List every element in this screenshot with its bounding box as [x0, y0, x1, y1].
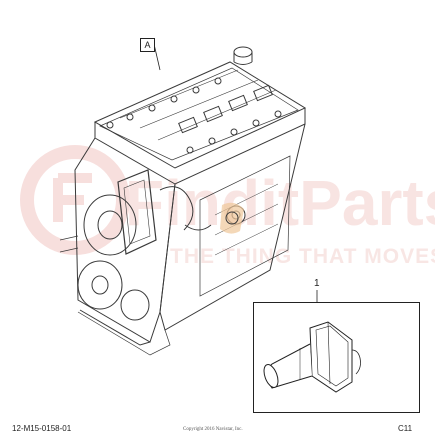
drawing-number: 12-M15-0158-01: [12, 424, 72, 433]
hose-fitting-drawing: [263, 321, 361, 393]
callout-a-label: A: [140, 38, 155, 52]
sheet-code: C11: [398, 424, 413, 433]
callout-1-label: 1: [314, 278, 320, 289]
detail-box: [253, 302, 420, 413]
leader-line-a: [153, 43, 161, 71]
copyright-notice: Copyright 2016 Navistar, Inc.: [183, 427, 243, 432]
highlighted-fitting: [220, 202, 244, 234]
svg-text:THE THING THAT MOVES: THE THING THAT MOVES: [170, 245, 435, 268]
engine-block: [59, 46, 307, 356]
